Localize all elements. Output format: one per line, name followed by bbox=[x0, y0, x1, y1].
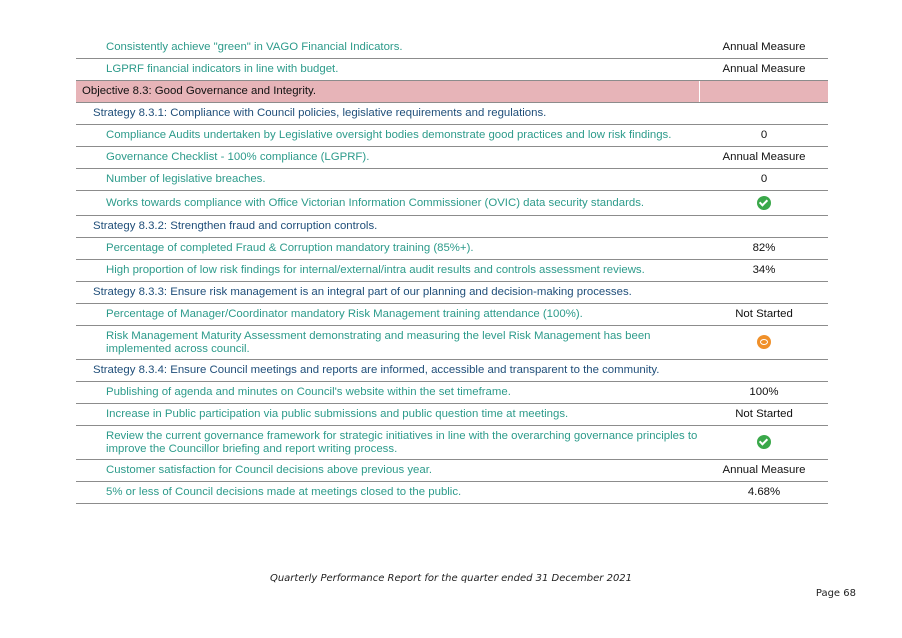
measure-row: Increase in Public participation via pub… bbox=[76, 403, 828, 426]
measure-text: Compliance Audits undertaken by Legislat… bbox=[76, 124, 700, 147]
measure-value: 0 bbox=[699, 168, 828, 191]
strategy-row: Strategy 8.3.4: Ensure Council meetings … bbox=[76, 359, 828, 382]
measure-text: Governance Checklist - 100% compliance (… bbox=[76, 146, 700, 169]
objective-row: Objective 8.3: Good Governance and Integ… bbox=[76, 80, 828, 103]
measure-value: 0 bbox=[699, 124, 828, 147]
check-circle-icon bbox=[757, 195, 771, 210]
measure-text: Works towards compliance with Office Vic… bbox=[76, 190, 700, 216]
report-footer: Quarterly Performance Report for the qua… bbox=[269, 573, 633, 584]
measure-text: Number of legislative breaches. bbox=[76, 168, 700, 191]
measure-value: 34% bbox=[699, 259, 828, 282]
measure-text: High proportion of low risk findings for… bbox=[76, 259, 700, 282]
measure-value: 100% bbox=[699, 381, 828, 404]
strategy-title: Strategy 8.3.4: Ensure Council meetings … bbox=[76, 359, 828, 382]
measure-row: Number of legislative breaches. 0 bbox=[76, 168, 828, 191]
measure-row: Consistently achieve "green" in VAGO Fin… bbox=[76, 37, 828, 59]
measure-status-cell bbox=[699, 425, 828, 460]
measure-text: Percentage of completed Fraud & Corrupti… bbox=[76, 237, 700, 260]
measure-value: Annual Measure bbox=[699, 146, 828, 169]
measure-text: LGPRF financial indicators in line with … bbox=[76, 58, 700, 81]
measure-row: 5% or less of Council decisions made at … bbox=[76, 481, 828, 504]
measure-row: Publishing of agenda and minutes on Coun… bbox=[76, 381, 828, 404]
measure-text: Percentage of Manager/Coordinator mandat… bbox=[76, 303, 700, 326]
measure-row: Percentage of Manager/Coordinator mandat… bbox=[76, 303, 828, 326]
measure-text: 5% or less of Council decisions made at … bbox=[76, 481, 700, 504]
measure-value: 4.68% bbox=[699, 481, 828, 504]
strategy-row: Strategy 8.3.3: Ensure risk management i… bbox=[76, 281, 828, 304]
measure-text: Publishing of agenda and minutes on Coun… bbox=[76, 381, 700, 404]
objective-value-cell bbox=[699, 80, 828, 103]
measure-value: Not Started bbox=[699, 303, 828, 326]
check-circle-icon bbox=[757, 435, 771, 450]
strategy-title: Strategy 8.3.1: Compliance with Council … bbox=[76, 102, 828, 125]
measure-text: Risk Management Maturity Assessment demo… bbox=[76, 325, 700, 360]
objective-title: Objective 8.3: Good Governance and Integ… bbox=[76, 80, 700, 103]
measure-value: Annual Measure bbox=[699, 459, 828, 482]
measure-row: Compliance Audits undertaken by Legislat… bbox=[76, 124, 828, 147]
measure-text: Consistently achieve "green" in VAGO Fin… bbox=[76, 37, 700, 59]
performance-table: Consistently achieve "green" in VAGO Fin… bbox=[76, 37, 828, 504]
measure-status-cell bbox=[699, 190, 828, 216]
measure-row: Governance Checklist - 100% compliance (… bbox=[76, 146, 828, 169]
strategy-row: Strategy 8.3.2: Strengthen fraud and cor… bbox=[76, 215, 828, 238]
measure-status-cell bbox=[699, 325, 828, 360]
measure-row: Customer satisfaction for Council decisi… bbox=[76, 459, 828, 482]
measure-text: Customer satisfaction for Council decisi… bbox=[76, 459, 700, 482]
measure-value: 82% bbox=[699, 237, 828, 260]
measure-row: Review the current governance framework … bbox=[76, 425, 828, 460]
eye-circle-icon bbox=[757, 335, 771, 350]
measure-value: Not Started bbox=[699, 403, 828, 426]
measure-row: High proportion of low risk findings for… bbox=[76, 259, 828, 282]
measure-text: Review the current governance framework … bbox=[76, 425, 700, 460]
strategy-title: Strategy 8.3.2: Strengthen fraud and cor… bbox=[76, 215, 828, 238]
page-number: Page 68 bbox=[815, 588, 856, 599]
measure-row: LGPRF financial indicators in line with … bbox=[76, 58, 828, 81]
strategy-title: Strategy 8.3.3: Ensure risk management i… bbox=[76, 281, 828, 304]
measure-row: Works towards compliance with Office Vic… bbox=[76, 190, 828, 216]
measure-value: Annual Measure bbox=[699, 37, 828, 59]
measure-row: Percentage of completed Fraud & Corrupti… bbox=[76, 237, 828, 260]
measure-text: Increase in Public participation via pub… bbox=[76, 403, 700, 426]
measure-value: Annual Measure bbox=[699, 58, 828, 81]
strategy-row: Strategy 8.3.1: Compliance with Council … bbox=[76, 102, 828, 125]
measure-row: Risk Management Maturity Assessment demo… bbox=[76, 325, 828, 360]
